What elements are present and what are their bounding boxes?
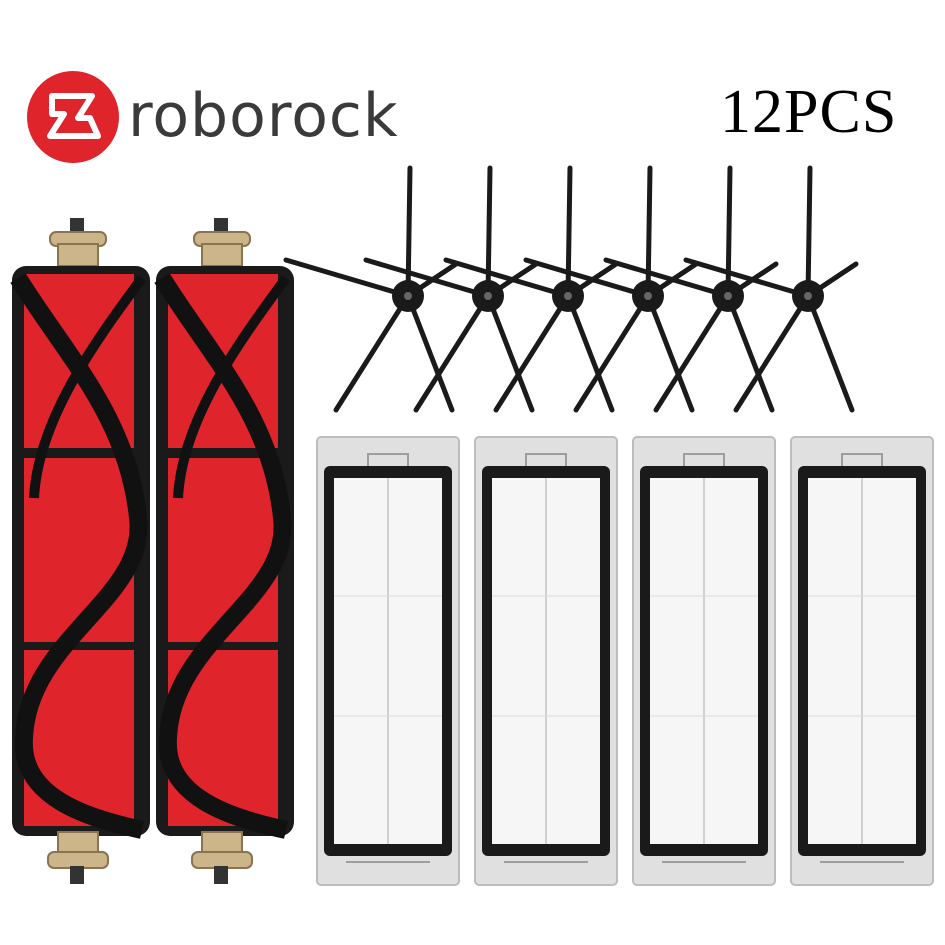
- quantity-label: 12PCS: [720, 78, 898, 146]
- roborock-logo-icon: [27, 71, 119, 163]
- hepa-filter-icon: [316, 436, 460, 886]
- main-roller-brush-icon: [10, 218, 150, 884]
- side-brush-icon: [363, 165, 539, 413]
- brand-name: roborock: [128, 81, 399, 151]
- hepa-filter-icon: [790, 436, 934, 886]
- hepa-filter-icon: [632, 436, 776, 886]
- main-roller-brush-icon: [154, 218, 294, 884]
- hepa-filter-icon: [474, 436, 618, 886]
- side-brush-icon: [683, 165, 859, 413]
- side-brush-icon: [283, 165, 459, 413]
